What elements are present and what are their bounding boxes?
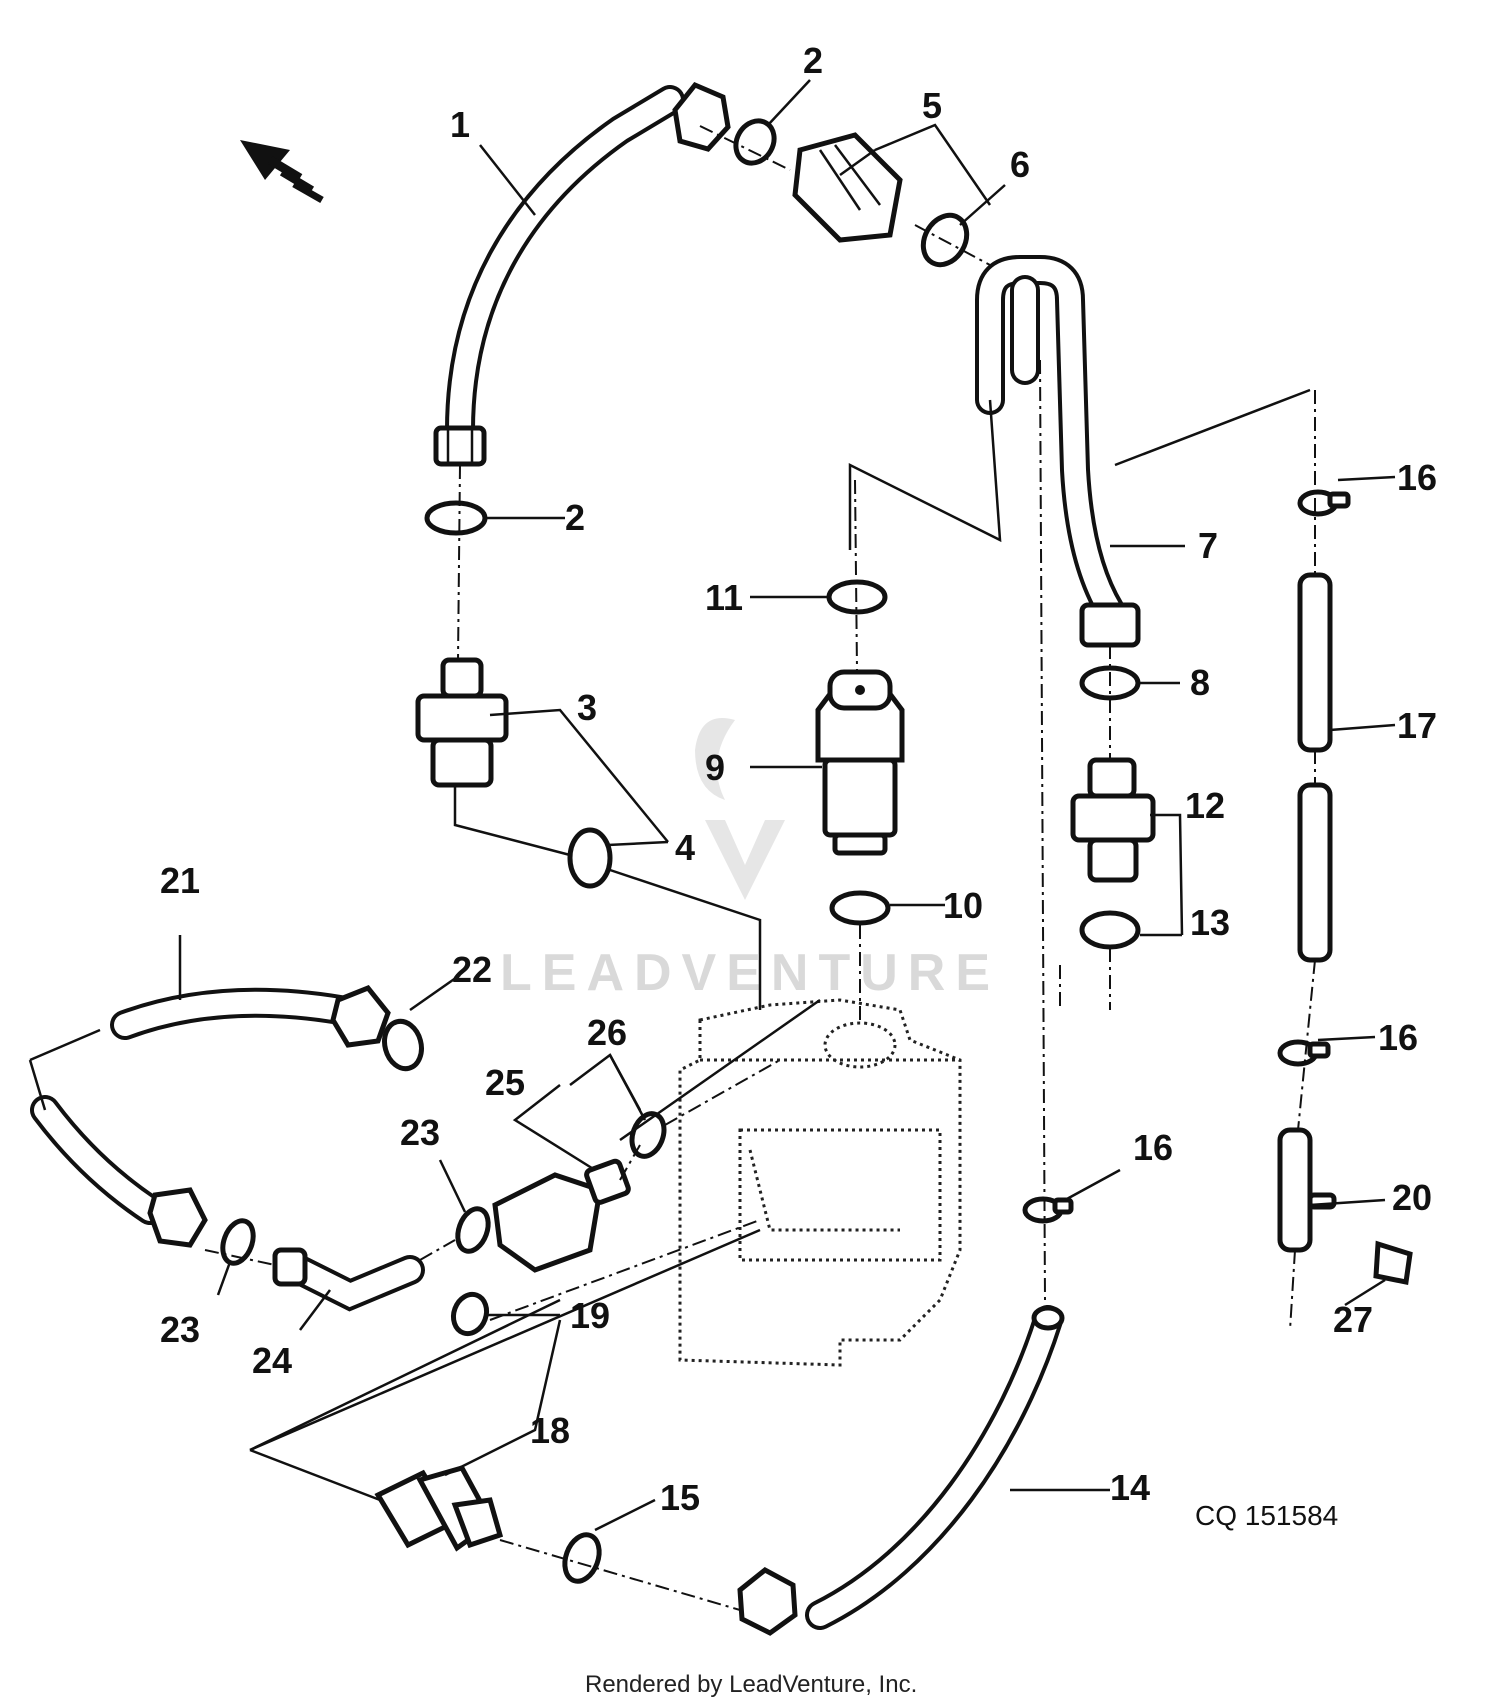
callout-2-left: 2 xyxy=(565,497,585,538)
part-21-hose xyxy=(30,984,391,1248)
washer-26 xyxy=(629,1111,667,1159)
callout-16-lower: 16 xyxy=(1133,1127,1173,1168)
washer-15 xyxy=(562,1532,602,1584)
link-lines xyxy=(28,388,1311,1502)
callout-22: 22 xyxy=(452,949,492,990)
part-1-fuel-line xyxy=(433,81,731,467)
footer-credit: Rendered by LeadVenture, Inc. xyxy=(585,1671,917,1698)
part-20-connector xyxy=(1277,1127,1337,1253)
callout-labels: 1 2 2 3 4 5 6 7 8 9 10 11 12 13 14 15 16… xyxy=(160,40,1437,1518)
direction-arrow-icon xyxy=(240,140,324,204)
part-24-elbow xyxy=(272,1247,425,1312)
washer-10 xyxy=(829,890,891,926)
callout-8: 8 xyxy=(1190,662,1210,703)
assembly-lines xyxy=(204,125,1316,1611)
clamp-16-lower xyxy=(1022,1196,1074,1224)
callout-17: 17 xyxy=(1397,705,1437,746)
washer-23-right xyxy=(455,1206,491,1254)
callout-26: 26 xyxy=(587,1012,627,1053)
callout-16-middle: 16 xyxy=(1378,1017,1418,1058)
callout-27: 27 xyxy=(1333,1299,1373,1340)
part-3-fitting xyxy=(415,657,509,788)
callout-24: 24 xyxy=(252,1340,292,1381)
part-5-fitting xyxy=(792,132,903,243)
callout-5: 5 xyxy=(922,85,942,126)
washer-19 xyxy=(450,1291,490,1337)
washer-22 xyxy=(382,1018,424,1072)
washer-2-upper xyxy=(733,118,777,166)
callout-23-right: 23 xyxy=(400,1112,440,1153)
callout-3: 3 xyxy=(577,687,597,728)
reference-code: CQ 151584 xyxy=(1195,1500,1338,1531)
part-9-filter xyxy=(815,669,905,856)
callout-12: 12 xyxy=(1185,785,1225,826)
washer-2-lower xyxy=(424,500,488,536)
watermark: LEADVENTURE xyxy=(500,718,1000,1002)
callout-14: 14 xyxy=(1110,1467,1150,1508)
callout-7: 7 xyxy=(1198,525,1218,566)
callout-9: 9 xyxy=(705,747,725,788)
callout-16-top: 16 xyxy=(1397,457,1437,498)
part-7-bent-tube xyxy=(975,255,1141,648)
part-18-fitting xyxy=(374,1465,504,1552)
part-12-fitting xyxy=(1070,757,1156,883)
callout-18: 18 xyxy=(530,1410,570,1451)
clamp-16-top xyxy=(1297,489,1351,517)
callout-15: 15 xyxy=(660,1477,700,1518)
part-27-bracket xyxy=(1373,1240,1413,1285)
callout-4: 4 xyxy=(675,827,695,868)
callout-21: 21 xyxy=(160,860,200,901)
callout-25: 25 xyxy=(485,1062,525,1103)
washer-4 xyxy=(567,827,613,889)
part-25-fitting xyxy=(492,1158,631,1273)
part-14-hose xyxy=(737,1305,1065,1636)
callout-23-left: 23 xyxy=(160,1309,200,1350)
pump-housing-ghost xyxy=(678,998,962,1367)
callout-19: 19 xyxy=(570,1295,610,1336)
watermark-text: LEADVENTURE xyxy=(500,944,1000,1002)
callout-10: 10 xyxy=(943,885,983,926)
callout-13: 13 xyxy=(1190,902,1230,943)
callout-20: 20 xyxy=(1392,1177,1432,1218)
callout-2-top: 2 xyxy=(803,40,823,81)
part-17-hose xyxy=(1297,572,1333,963)
callout-11: 11 xyxy=(705,577,743,618)
washer-13 xyxy=(1079,910,1141,950)
callout-leaders xyxy=(178,79,1396,1532)
callout-6: 6 xyxy=(1010,144,1030,185)
callout-1: 1 xyxy=(450,104,470,145)
